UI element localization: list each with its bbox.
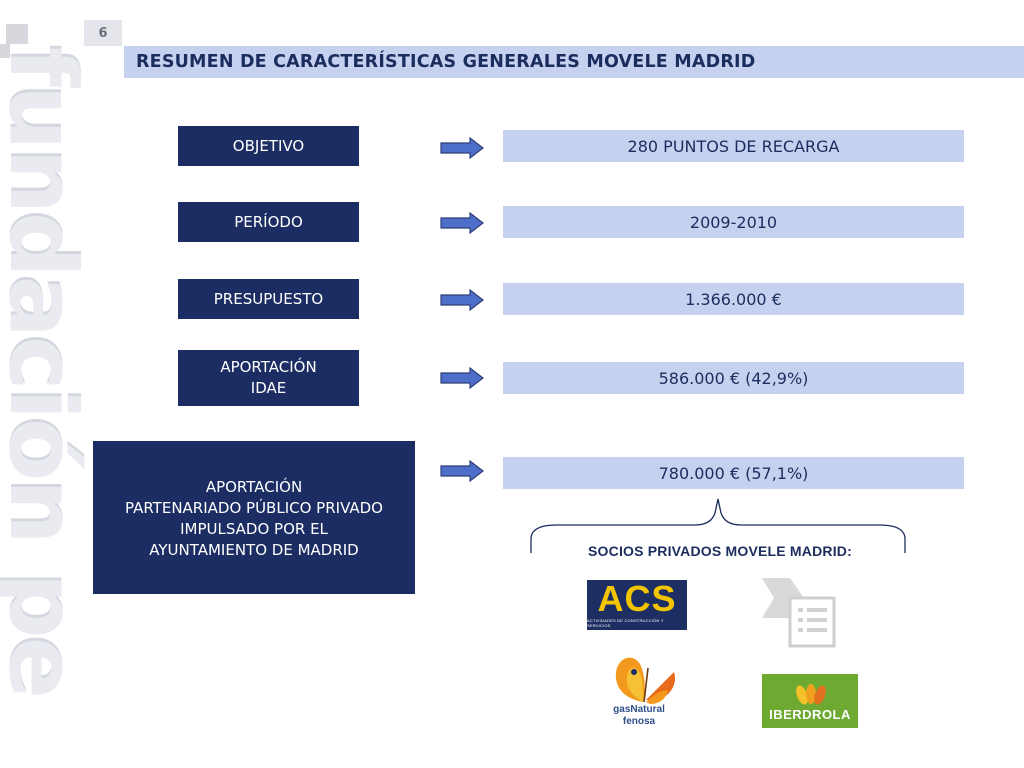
right-arrow-icon	[440, 212, 484, 234]
value-periodo: 2009-2010	[503, 206, 964, 238]
label-objetivo: OBJETIVO	[178, 126, 359, 166]
butterfly-logo-icon	[615, 657, 676, 704]
value-aportacion-partenariado: 780.000 € (57,1%)	[503, 457, 964, 489]
watermark-wordmark: fundación pe	[0, 47, 96, 698]
right-arrow-icon	[440, 460, 484, 482]
right-arrow-icon	[440, 137, 484, 159]
acs-logo-text: ACS	[597, 578, 677, 619]
partners-title: SOCIOS PRIVADOS MOVELE MADRID:	[588, 543, 852, 559]
watermark-square	[6, 24, 28, 44]
acs-logo-subtitle: ACTIVIDADES DE CONSTRUCCIÓN Y SERVICIOS	[587, 618, 664, 628]
acs-logo: ACS ACTIVIDADES DE CONSTRUCCIÓN Y SERVIC…	[587, 580, 687, 630]
page-number: 6	[84, 20, 122, 46]
iberdrola-logo-text: IBERDROLA	[769, 707, 851, 722]
label-aportacion-idae: APORTACIÓN IDAE	[178, 350, 359, 406]
value-presupuesto: 1.366.000 €	[503, 283, 964, 315]
value-objetivo: 280 PUNTOS DE RECARGA	[503, 130, 964, 162]
title-bar: RESUMEN DE CARACTERÍSTICAS GENERALES MOV…	[124, 46, 1024, 78]
value-aportacion-idae: 586.000 € (42,9%)	[503, 362, 964, 394]
label-presupuesto: PRESUPUESTO	[178, 279, 359, 319]
document-logo-icon	[762, 578, 836, 648]
gas-natural-fenosa-text: gasNatural fenosa	[613, 704, 665, 727]
slide-title: RESUMEN DE CARACTERÍSTICAS GENERALES MOV…	[136, 52, 756, 72]
right-arrow-icon	[440, 289, 484, 311]
iberdrola-leaf-icon	[796, 684, 826, 705]
curly-brace-icon	[530, 498, 906, 553]
iberdrola-logo: IBERDROLA	[762, 674, 858, 728]
right-arrow-icon	[440, 367, 484, 389]
label-aportacion-partenariado: APORTACIÓN PARTENARIADO PÚBLICO PRIVADO …	[93, 441, 415, 594]
watermark-square-small	[0, 44, 10, 58]
label-periodo: PERÍODO	[178, 202, 359, 242]
